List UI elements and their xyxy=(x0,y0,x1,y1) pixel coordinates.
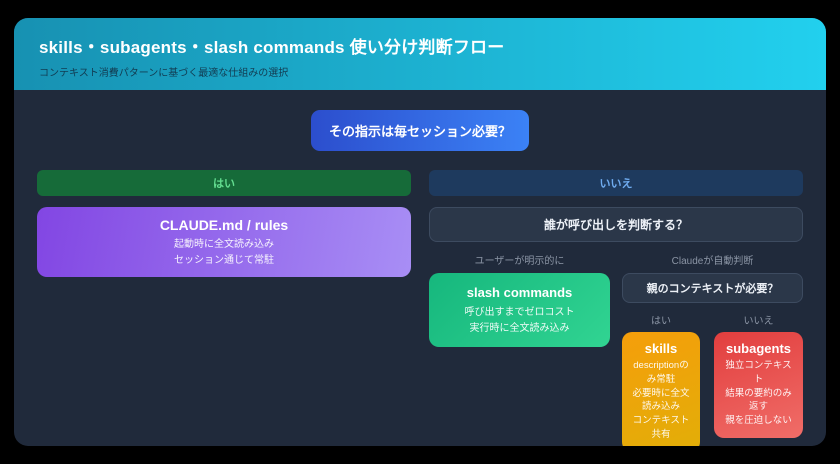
skills-line: コンテキスト共有 xyxy=(632,415,690,440)
user-explicit-label: ユーザーが明示的に xyxy=(474,256,565,267)
branch-columns: はい CLAUDE.md / rules 起動時に全文読み込み セッション通じて… xyxy=(37,170,803,446)
decision-sub-columns: ユーザーが明示的に slash commands 呼び出すまでゼロコスト 実行時… xyxy=(429,252,803,446)
slash-commands-line: 実行時に全文読み込み xyxy=(469,322,570,334)
page-subtitle: コンテキスト消費パターンに基づく最適な仕組みの選択 xyxy=(39,68,289,79)
skills-yes-label: はい xyxy=(651,316,671,327)
subagents-no-label: いいえ xyxy=(743,316,774,327)
claude-md-title: CLAUDE.md / rules xyxy=(159,217,289,233)
subagents-node: subagents 独立コンテキスト 結果の要約のみ返す 親を圧迫しない xyxy=(714,332,803,438)
user-explicit-column: ユーザーが明示的に slash commands 呼び出すまでゼロコスト 実行時… xyxy=(429,252,610,446)
skills-leaf-column: はい skills descriptionのみ常駐 必要時に全文読み込み コンテ… xyxy=(622,312,700,446)
yes-branch-bar: はい xyxy=(37,170,411,196)
skills-node: skills descriptionのみ常駐 必要時に全文読み込み コンテキスト… xyxy=(622,332,700,446)
slash-commands-line: 呼び出すまでゼロコスト xyxy=(464,307,575,318)
claude-auto-column: Claudeが自動判断 親のコンテキストが必要？ はい skills descr… xyxy=(622,252,803,446)
subagents-line: 親を圧迫しない xyxy=(725,415,792,427)
slash-commands-title: slash commands xyxy=(466,285,573,300)
page-title: skills・subagents・slash commands 使い分け判断フロ… xyxy=(39,38,505,57)
no-branch-bar: いいえ xyxy=(429,170,803,196)
subagents-title: subagents xyxy=(725,341,791,356)
leaf-row: はい skills descriptionのみ常駐 必要時に全文読み込み コンテ… xyxy=(622,312,803,446)
claude-md-node: CLAUDE.md / rules 起動時に全文読み込み セッション通じて常駐 xyxy=(37,207,411,277)
subagents-leaf-column: いいえ subagents 独立コンテキスト 結果の要約のみ返す 親を圧迫しない xyxy=(714,312,803,446)
no-branch-column: いいえ 誰が呼び出しを判断する？ ユーザーが明示的に slash command… xyxy=(429,170,803,446)
subagents-line: 独立コンテキスト xyxy=(725,360,792,385)
who-decides-question-node: 誰が呼び出しを判断する？ xyxy=(429,207,803,242)
flowchart-body: その指示は毎セッション必要？ はい CLAUDE.md / rules 起動時に… xyxy=(14,90,826,446)
skills-title: skills xyxy=(644,341,678,356)
slash-commands-node: slash commands 呼び出すまでゼロコスト 実行時に全文読み込み xyxy=(429,273,610,347)
header-banner: skills・subagents・slash commands 使い分け判断フロ… xyxy=(14,18,826,90)
root-question-node: その指示は毎セッション必要？ xyxy=(311,110,529,151)
claude-md-line: 起動時に全文読み込み xyxy=(174,239,274,250)
skills-line: descriptionのみ常駐 xyxy=(633,360,689,385)
subagents-line: 結果の要約のみ返す xyxy=(725,387,792,413)
claude-auto-label: Claudeが自動判断 xyxy=(671,256,754,267)
parent-context-question-node: 親のコンテキストが必要？ xyxy=(622,273,803,303)
yes-branch-column: はい CLAUDE.md / rules 起動時に全文読み込み セッション通じて… xyxy=(37,170,411,446)
flowchart-card: skills・subagents・slash commands 使い分け判断フロ… xyxy=(14,18,826,446)
claude-md-line: セッション通じて常駐 xyxy=(174,254,274,266)
skills-line: 必要時に全文読み込み xyxy=(632,387,690,413)
